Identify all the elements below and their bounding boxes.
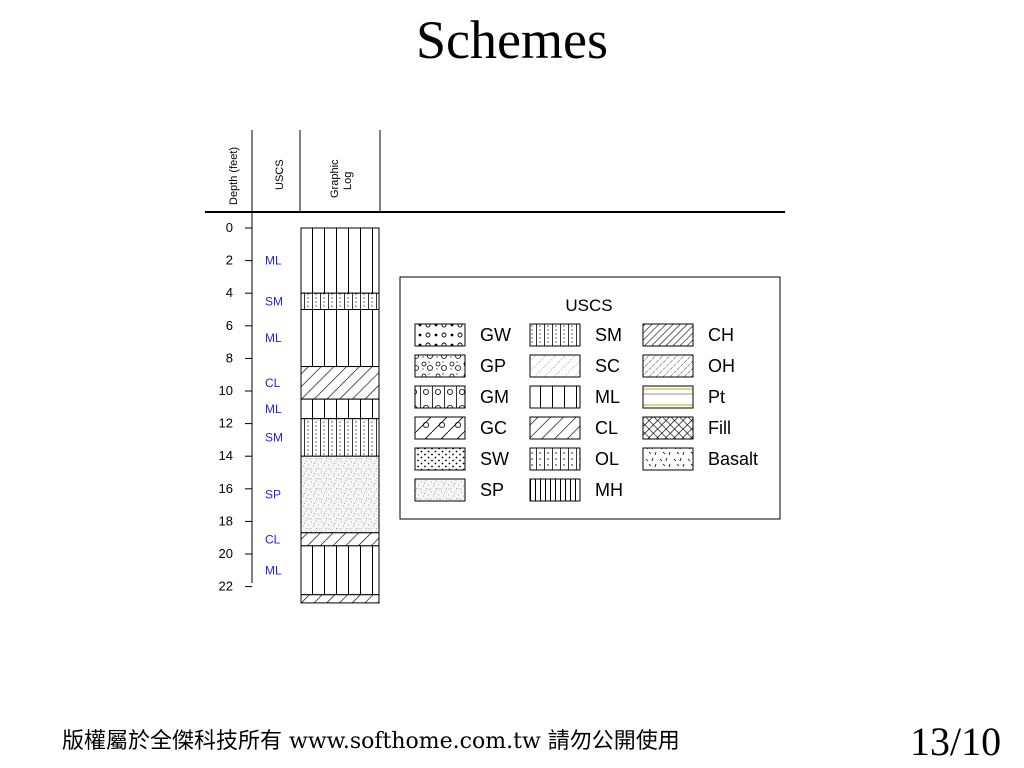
depth-tick-label: 0 bbox=[226, 220, 233, 235]
depth-tick-label: 6 bbox=[226, 318, 233, 333]
legend-label: Fill bbox=[708, 418, 731, 438]
soil-layer-sp bbox=[300, 455, 380, 534]
legend-swatch-gm bbox=[414, 385, 466, 409]
boring-log-diagram: Depth (feet) USCS Graphic Log 0 2 4 6 8 10 12 1… bbox=[205, 130, 785, 604]
legend-label: GP bbox=[480, 356, 506, 376]
slide-title: Schemes bbox=[416, 10, 608, 70]
soil-layer-cl bbox=[300, 532, 380, 547]
depth-tick-label: 16 bbox=[219, 481, 233, 496]
uscs-layer-label: ML bbox=[265, 402, 282, 416]
legend-label: SP bbox=[480, 480, 504, 500]
legend-swatch-pt bbox=[642, 385, 694, 409]
legend-label: GW bbox=[480, 325, 511, 345]
soil-layer-sm bbox=[300, 292, 380, 311]
legend-title: USCS bbox=[565, 296, 612, 315]
legend-swatch-sp bbox=[414, 478, 466, 502]
legend-swatch-gc bbox=[414, 416, 466, 440]
soil-layer-ml bbox=[300, 398, 380, 420]
uscs-layer-label: SM bbox=[265, 430, 283, 444]
legend-swatch-mh bbox=[529, 478, 581, 502]
legend: USCS GW GP GM GC SW SP SM SC ML CL OL MH CH OH PtFillB… bbox=[399, 276, 781, 520]
uscs-layer-label: ML bbox=[265, 254, 282, 268]
legend-swatch-sm bbox=[529, 323, 581, 347]
legend-label: GM bbox=[480, 387, 509, 407]
depth-tick-label: 22 bbox=[219, 579, 233, 594]
legend-label: Pt bbox=[708, 387, 725, 407]
uscs-layer-label: ML bbox=[265, 563, 282, 577]
soil-layer-cl bbox=[300, 366, 380, 400]
uscs-labels: ML SM ML CL ML SM SP CL ML bbox=[265, 254, 283, 578]
uscs-layer-label: CL bbox=[265, 532, 281, 546]
legend-label: SW bbox=[480, 449, 509, 469]
legend-swatch-cl bbox=[529, 416, 581, 440]
depth-tick-label: 2 bbox=[226, 253, 233, 268]
legend-label: ML bbox=[595, 387, 620, 407]
depth-tick-label: 12 bbox=[219, 416, 233, 431]
legend-label: OL bbox=[595, 449, 619, 469]
legend-label: OH bbox=[708, 356, 735, 376]
depth-ticks: 0 2 4 6 8 10 12 14 16 18 20 22 bbox=[219, 220, 252, 594]
depth-tick-label: 18 bbox=[219, 513, 233, 528]
uscs-column-header: USCS bbox=[274, 159, 286, 190]
legend-swatch-ml bbox=[529, 385, 581, 409]
depth-tick-label: 20 bbox=[219, 546, 233, 561]
soil-layer-ml bbox=[300, 545, 380, 596]
depth-tick-label: 10 bbox=[219, 383, 233, 398]
legend-swatch-sc bbox=[529, 354, 581, 378]
uscs-layer-label: ML bbox=[265, 331, 282, 345]
depth-tick-label: 14 bbox=[219, 448, 233, 463]
page-number: 13/10 bbox=[910, 719, 1002, 764]
legend-label: SC bbox=[595, 356, 620, 376]
soil-layer-ml bbox=[300, 309, 380, 368]
soil-layer-cl bbox=[300, 594, 380, 604]
legend-swatch-fill bbox=[642, 416, 694, 440]
soil-layer-ml bbox=[300, 227, 380, 294]
legend-label: SM bbox=[595, 325, 622, 345]
depth-tick-label: 4 bbox=[226, 285, 233, 300]
legend-swatch-ch bbox=[642, 323, 694, 347]
graphic-log-header-line1: Graphic bbox=[329, 159, 341, 198]
legend-swatch-sw bbox=[414, 447, 466, 471]
uscs-layer-label: CL bbox=[265, 376, 281, 390]
uscs-layer-label: SM bbox=[265, 294, 283, 308]
legend-label: Basalt bbox=[708, 449, 758, 469]
legend-label: MH bbox=[595, 480, 623, 500]
legend-swatch-basalt bbox=[642, 447, 694, 471]
legend-label: CH bbox=[708, 325, 734, 345]
legend-swatch-gp bbox=[414, 354, 466, 378]
soil-layer-sm bbox=[300, 418, 380, 457]
legend-swatch-gw bbox=[414, 323, 466, 347]
depth-column-header: Depth (feet) bbox=[228, 147, 240, 205]
legend-label: CL bbox=[595, 418, 618, 438]
legend-label: GC bbox=[480, 418, 507, 438]
uscs-layer-label: SP bbox=[265, 488, 281, 502]
legend-swatch-oh bbox=[642, 354, 694, 378]
footer-copyright: 版權屬於全傑科技所有 www.softhome.com.tw 請勿公開使用 bbox=[62, 729, 680, 754]
legend-swatch-ol bbox=[529, 447, 581, 471]
graphic-log-column bbox=[300, 227, 380, 604]
graphic-log-header-line2: Log bbox=[342, 172, 354, 190]
depth-tick-label: 8 bbox=[226, 350, 233, 365]
